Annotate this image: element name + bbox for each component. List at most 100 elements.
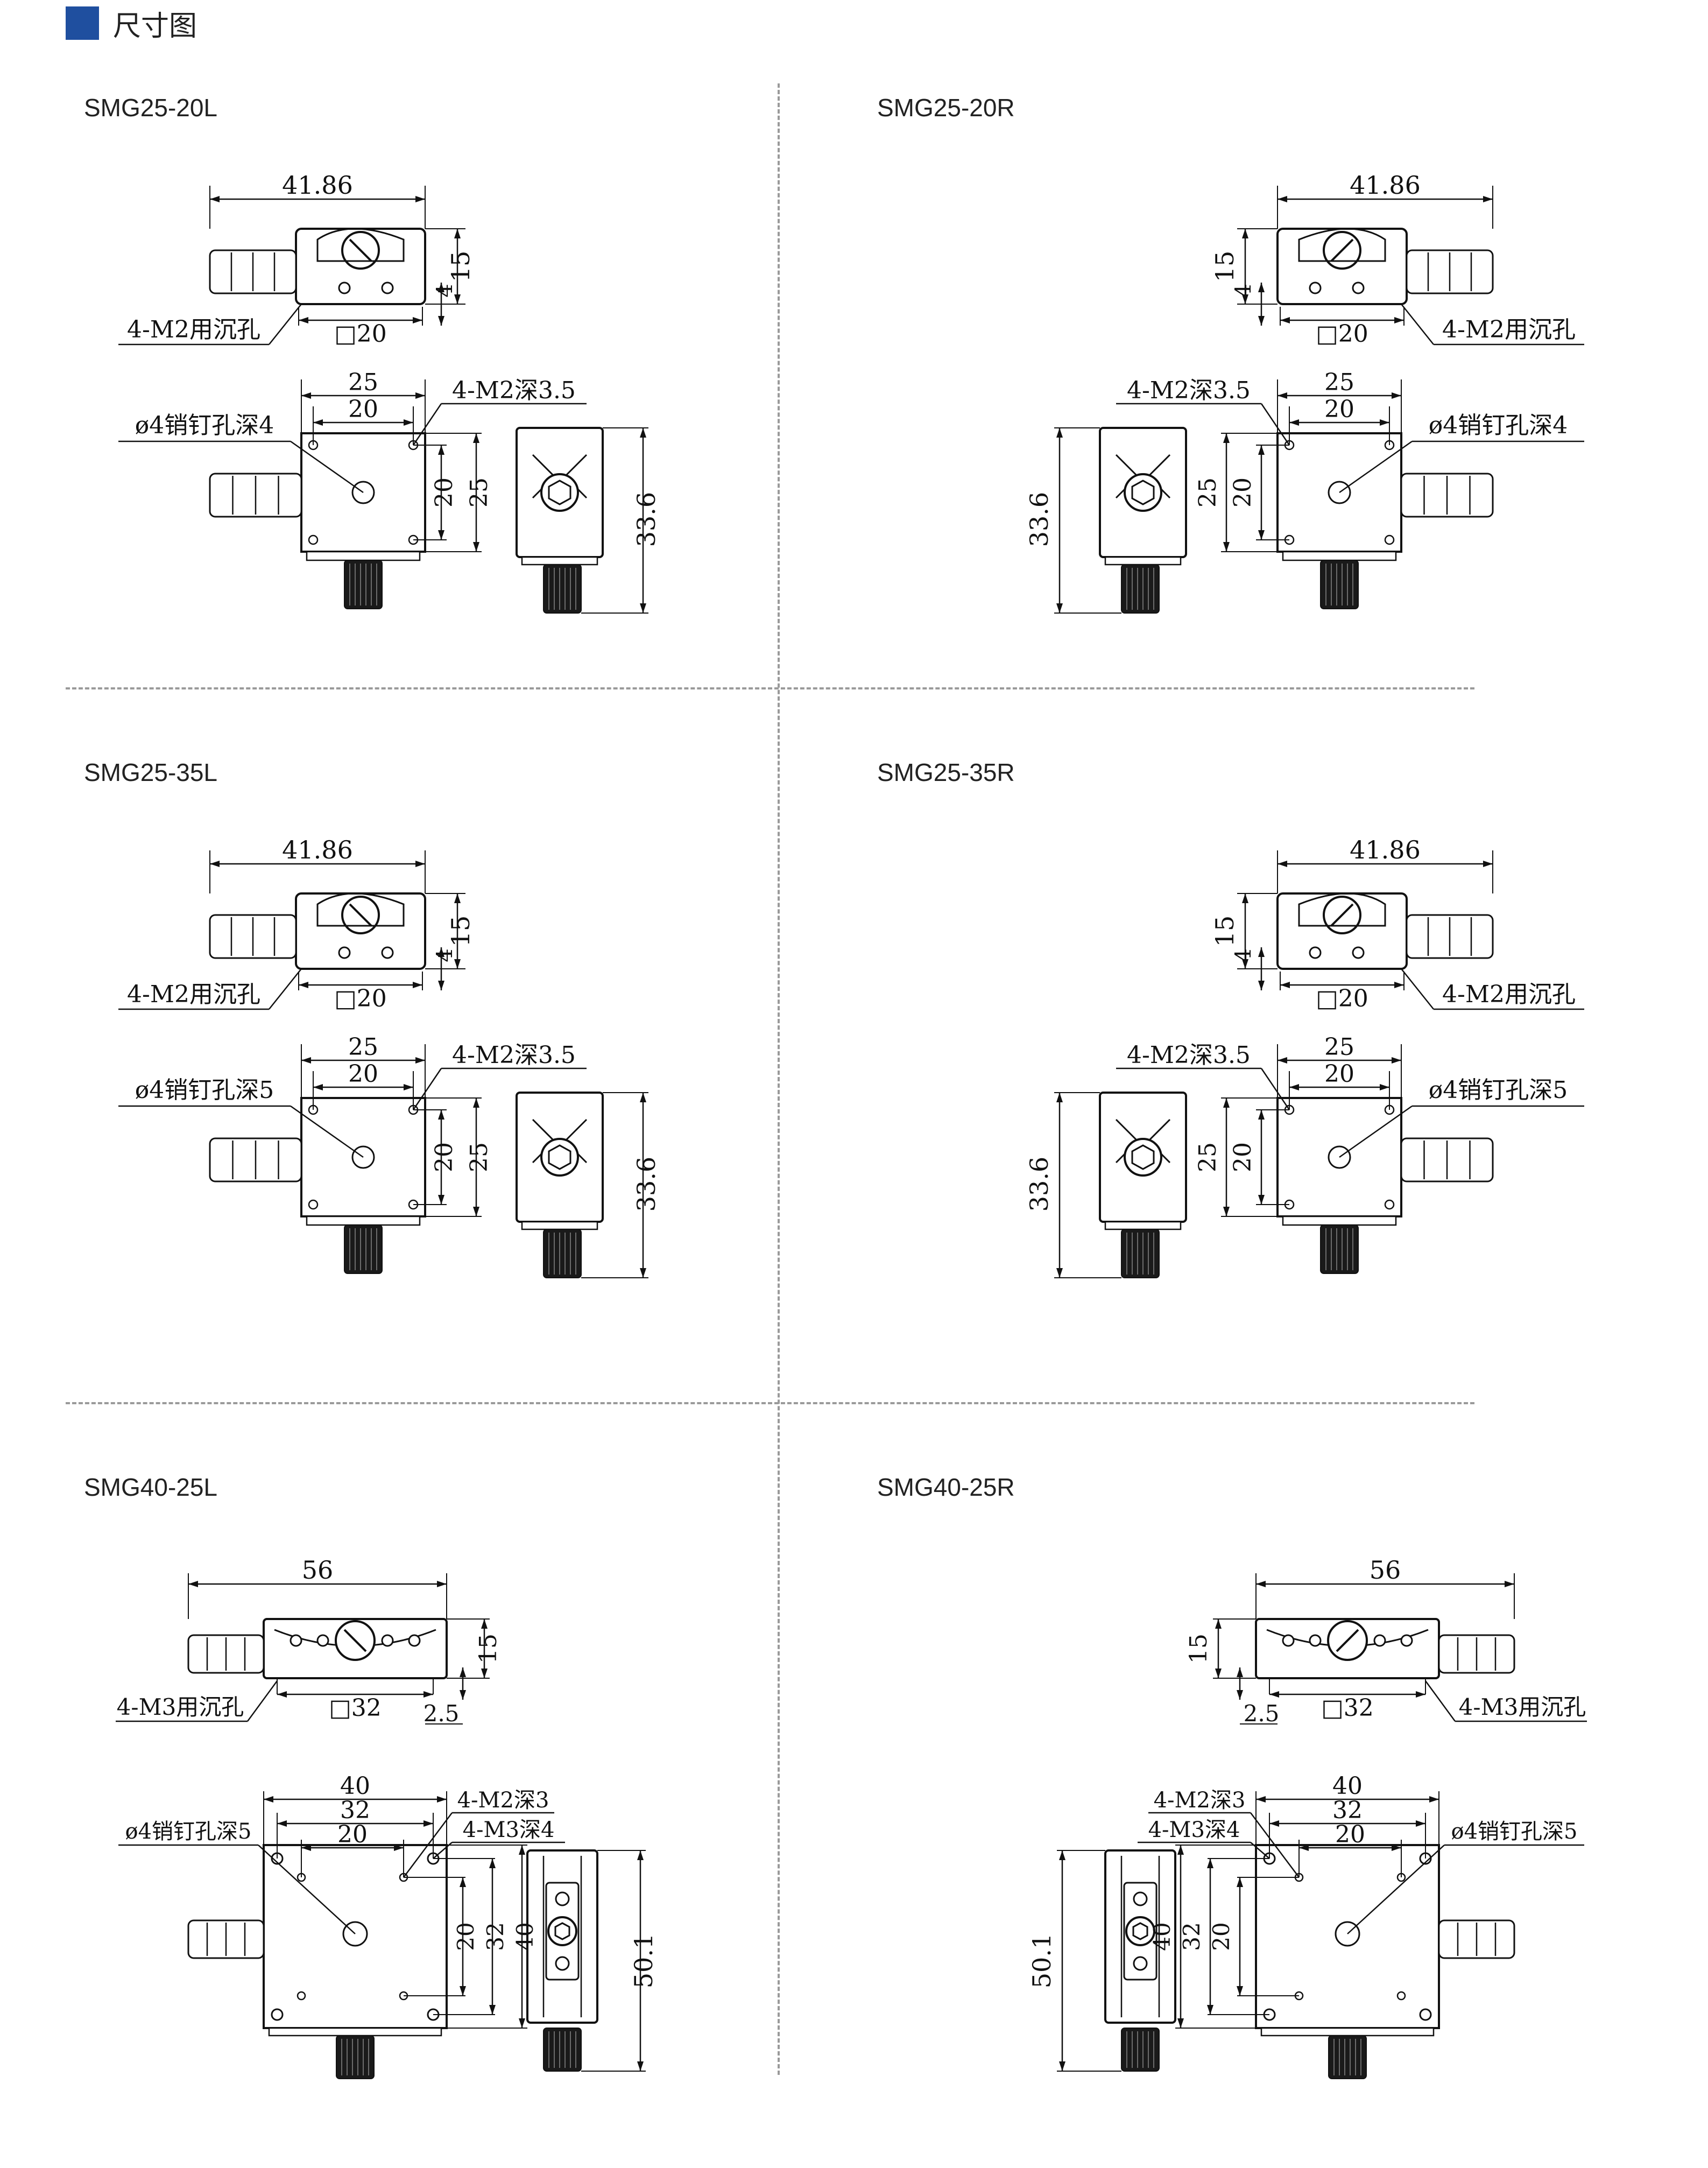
bottom-knob (344, 1224, 383, 1274)
leader-line (1260, 403, 1290, 446)
arrowhead (637, 2061, 644, 2071)
arrowhead (1280, 982, 1290, 988)
arrowhead (1258, 947, 1265, 957)
model-label: SMG25-20R (877, 94, 1015, 122)
counterbore-hole (290, 1634, 302, 1647)
tapped-hole-note: 4-M2深3.5 (1127, 377, 1251, 404)
arrowhead (460, 1690, 466, 1700)
square-size-label: □20 (334, 320, 387, 348)
arrowhead (437, 1796, 447, 1803)
base-plate (306, 1215, 421, 1226)
arrowhead (1380, 419, 1389, 426)
overall-height-label: 33.6 (1025, 492, 1054, 547)
arrowhead (404, 419, 413, 426)
arrowhead (277, 1820, 287, 1827)
arrowhead (1223, 1207, 1230, 1216)
arrowhead (454, 893, 461, 903)
height-label: 25 (465, 1142, 493, 1172)
arrowhead (1242, 294, 1248, 304)
tapped-hole-m2 (1396, 1991, 1406, 2001)
arrowhead (210, 861, 220, 867)
leader-line (1260, 1068, 1290, 1110)
height-label: 25 (1194, 1142, 1222, 1172)
arrowhead (438, 1195, 444, 1205)
pin-hole-note: ø4销钉孔深4 (135, 412, 274, 439)
arrowhead (415, 1057, 425, 1064)
geometry (1104, 1618, 1515, 2079)
depth-label: 4 (1231, 948, 1256, 962)
hex-socket-icon (1124, 473, 1162, 512)
model-label: SMG25-35R (877, 758, 1015, 786)
counterbore-hole (1400, 1634, 1413, 1647)
leader-line (258, 1845, 356, 1934)
base-plate (1104, 556, 1182, 566)
arrowhead (1237, 1986, 1243, 1996)
arrowhead (1278, 392, 1287, 399)
micrometer-knob (1406, 249, 1494, 294)
arrowhead (438, 947, 444, 957)
arrowhead (637, 1850, 644, 1860)
depth-label: 2.5 (1244, 1700, 1280, 1727)
width-label: 25 (1324, 369, 1354, 396)
arrowhead (415, 196, 425, 202)
width-label: 20 (348, 396, 378, 423)
arrowhead (473, 542, 479, 552)
pin-hole-note: ø4销钉孔深5 (1451, 1819, 1578, 1844)
overall-height-label: 33.6 (632, 492, 661, 547)
arrowhead (1394, 317, 1404, 323)
bottom-knob (1121, 2028, 1160, 2072)
arrowhead (313, 1084, 323, 1090)
hex-icon (554, 1922, 570, 1940)
knob-body (543, 564, 582, 614)
height-label: 20 (1229, 1142, 1257, 1172)
arrowhead (438, 981, 444, 990)
counterbore-hole (1352, 281, 1365, 294)
pin-hole-note: ø4销钉孔深4 (1429, 412, 1568, 439)
base-plate (521, 556, 598, 566)
bottom-knob (543, 2028, 582, 2072)
height-label: 25 (1194, 477, 1222, 508)
arrowhead (1278, 196, 1287, 202)
counterbore-hole (1309, 1634, 1322, 1647)
arrowhead (1392, 392, 1401, 399)
arrowhead (640, 1093, 646, 1102)
leader-line (1339, 1105, 1413, 1158)
tapped-hole-note: 4-M2深3.5 (1127, 1041, 1251, 1069)
square-size-label: □32 (329, 1694, 382, 1722)
arrowhead (277, 1691, 287, 1698)
pin-hole-note: ø4销钉孔深5 (1429, 1076, 1568, 1104)
arrowhead (415, 861, 425, 867)
arrowhead (640, 428, 646, 438)
width-label: 41.86 (1350, 171, 1421, 200)
arrowhead (1278, 1057, 1287, 1064)
arrowhead (640, 603, 646, 613)
height-label: 25 (465, 477, 493, 508)
height-label: 20 (430, 1142, 458, 1172)
square-size-label: □32 (1321, 1694, 1374, 1722)
tapped-hole (308, 1199, 319, 1210)
base-plate (1282, 551, 1397, 561)
height-label: 20 (1229, 477, 1257, 508)
arrowhead (438, 530, 444, 540)
tapped-hole-m2 (297, 1991, 306, 2001)
square-size-label: □20 (1316, 320, 1368, 348)
micrometer-knob (187, 1634, 265, 1674)
leader-line (269, 968, 302, 1010)
micrometer-knob (187, 1919, 265, 1959)
arrowhead (1258, 445, 1265, 455)
arrowhead (313, 419, 323, 426)
arrowhead (1237, 1667, 1243, 1677)
counterbore-hole (338, 281, 351, 294)
tapped-hole-note: 4-M2深3 (1154, 1788, 1246, 1813)
arrowhead (519, 2018, 525, 2028)
micrometer-knob (209, 914, 297, 959)
arrowhead (264, 1796, 273, 1803)
arrowhead (1258, 1110, 1265, 1120)
knob-body (344, 1224, 383, 1274)
base-plate (1104, 1221, 1182, 1230)
knob-body (1121, 2028, 1160, 2072)
